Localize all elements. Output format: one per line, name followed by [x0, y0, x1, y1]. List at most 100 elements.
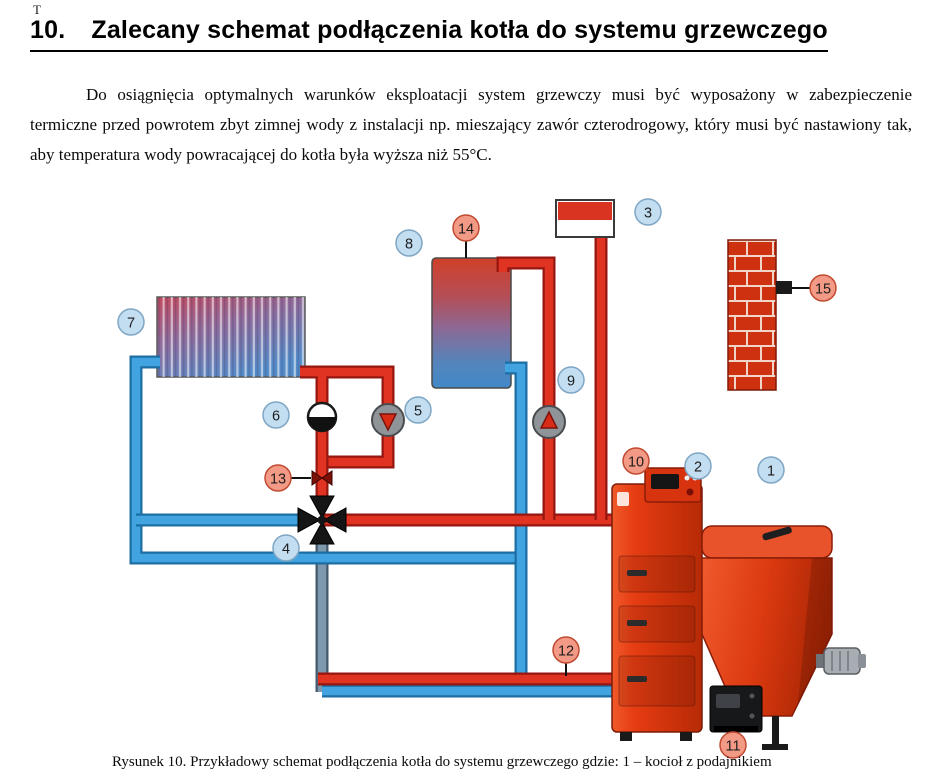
callout-7: 7 [117, 308, 145, 336]
vessel-water-level [558, 202, 612, 220]
valve-hub [317, 515, 327, 525]
boiler-foot [620, 732, 632, 741]
boiler-door-handle [627, 570, 647, 576]
callout-number: 13 [270, 472, 286, 488]
section-heading: 10. Zalecany schemat podłączenia kotła do… [30, 16, 912, 52]
circulation-pump-radiator [371, 403, 405, 437]
supply-pipe-tank-charge [496, 256, 556, 520]
boiler-door-upper [618, 555, 696, 593]
section-number: 10. [30, 16, 66, 44]
callout-11: 11 [719, 731, 747, 759]
heating-system-diagram: 1 2 3 4 5 6 7 8 9 10 11 12 13 14 15 [0, 195, 942, 768]
chimney-flue-stub [776, 281, 792, 294]
callout-number: 2 [694, 460, 702, 476]
callout-circle [622, 447, 650, 475]
boiler-foot [680, 732, 692, 741]
callout-circle [262, 401, 290, 429]
controller-display [651, 474, 679, 489]
callout-number: 10 [628, 455, 644, 471]
callout-3: 3 [634, 198, 662, 226]
motor-cap [858, 654, 866, 668]
hopper-lid [701, 525, 833, 559]
buffer-tank [431, 257, 512, 389]
chimney [727, 239, 792, 391]
callout-9: 9 [557, 366, 585, 394]
chimney-bricks [727, 239, 777, 391]
tank-body [431, 257, 512, 389]
boiler-door-middle [618, 605, 696, 643]
callout-circle [634, 198, 662, 226]
four-way-mixing-valve [297, 495, 347, 545]
callout-1: 1 [757, 456, 785, 484]
hopper-lid-handle [762, 526, 792, 541]
callout-number: 1 [767, 464, 775, 480]
callout-number: 11 [725, 739, 740, 755]
callout-number: 6 [272, 409, 280, 425]
callout-8: 8 [395, 229, 423, 257]
section-title: Zalecany schemat podłączenia kotła do sy… [91, 16, 828, 44]
hopper-body [701, 557, 833, 717]
page-top-artifact: T [33, 2, 41, 17]
circulation-pump-tank [532, 405, 566, 439]
motor-body [823, 647, 861, 675]
diagram-svg: 1 2 3 4 5 6 7 8 9 10 11 12 13 14 15 [117, 198, 866, 759]
hopper-foot [762, 744, 788, 750]
callout-number: 9 [567, 374, 575, 390]
callout-15: 15 [809, 274, 837, 302]
callout-number: 8 [405, 237, 413, 253]
check-valve-disc [308, 417, 336, 431]
callout-2: 2 [684, 452, 712, 480]
expansion-vessel [555, 199, 615, 238]
motor-ribs [831, 651, 849, 671]
callout-circle [395, 229, 423, 257]
callout-number: 4 [282, 542, 290, 558]
return-pipe-tank [505, 361, 528, 691]
callout-circle [809, 274, 837, 302]
boiler [611, 483, 703, 741]
burner-bolt [749, 693, 755, 699]
boiler-door-lower [618, 655, 696, 707]
burner-bolt [749, 713, 755, 719]
callout-number: 5 [414, 404, 422, 420]
radiator-fins [157, 297, 305, 377]
body-paragraph: Do osiągnięcia optymalnych warunków eksp… [30, 85, 912, 164]
return-pipe-radiator [129, 355, 521, 565]
burner-housing [709, 685, 763, 733]
callout-circle [684, 452, 712, 480]
callout-circle [552, 636, 580, 664]
callout-circle [719, 731, 747, 759]
callout-circle [272, 534, 300, 562]
pump-impeller-icon [378, 413, 398, 432]
callout-circle [117, 308, 145, 336]
pump-impeller-icon [539, 410, 559, 429]
burner-flange [714, 726, 758, 732]
callout-4: 4 [272, 534, 300, 562]
callout-number: 12 [558, 644, 574, 660]
hopper-shading [798, 558, 832, 704]
callout-10: 10 [622, 447, 650, 475]
callout-number: 15 [815, 282, 831, 298]
callout-14: 14 [452, 214, 480, 242]
boiler-door-handle [627, 676, 647, 682]
callout-6: 6 [262, 401, 290, 429]
shut-off-valve [311, 470, 333, 486]
radiator [156, 296, 306, 378]
callout-number: 7 [127, 316, 135, 332]
burner [709, 685, 763, 733]
controller-knob [686, 488, 694, 496]
hopper-leg [772, 716, 779, 746]
boiler-controller [644, 467, 702, 503]
callout-number: 14 [458, 222, 474, 238]
callout-5: 5 [404, 396, 432, 424]
figure-caption: Rysunek 10. Przykładowy schemat podłącze… [112, 754, 772, 770]
feeder-motor [816, 647, 866, 675]
controller-button [684, 475, 690, 481]
callout-12: 12 [552, 636, 580, 664]
check-valve [306, 401, 338, 433]
callout-circle [757, 456, 785, 484]
boiler-logo [617, 492, 629, 506]
burner-panel [716, 694, 740, 708]
callout-13: 13 [264, 464, 292, 492]
motor-coupling [816, 654, 826, 668]
callout-circle [264, 464, 292, 492]
